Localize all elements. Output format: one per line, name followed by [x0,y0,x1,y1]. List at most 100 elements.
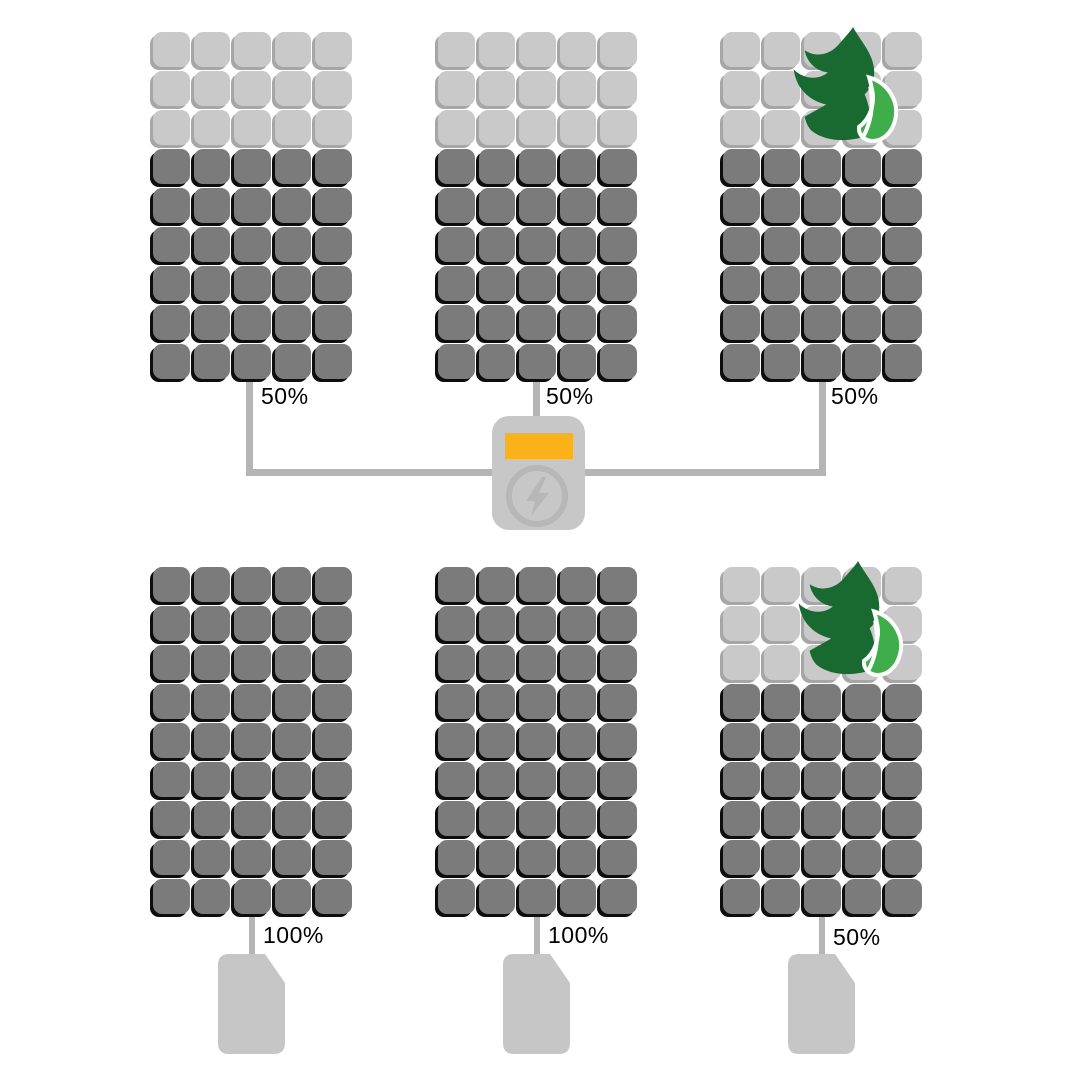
panel-cell [723,110,760,145]
panel-cell [234,305,271,340]
panel-cell [600,110,637,145]
panel-cell [193,567,231,602]
panel-cell [274,188,312,223]
panel-cell [763,266,801,301]
panel-cell [193,684,231,719]
panel-cell [600,684,637,719]
panel-cell [193,305,231,340]
panel-cell [804,684,841,719]
panel-cell [885,723,922,758]
panel-cell [153,879,190,914]
panel-cell [723,762,760,797]
panel-cell [844,344,882,379]
panel-cell [153,684,190,719]
panel-cell [763,840,801,875]
panel-cell [885,840,922,875]
panel-cell [723,645,760,680]
wire-storage2-vertical [534,912,540,956]
panel-cell [478,71,516,106]
panel-cell [559,32,597,67]
panel-cell [234,840,271,875]
panel-cell [763,149,801,184]
panel-cell [153,71,190,106]
panel-cell [723,227,760,262]
panel-cell [315,344,352,379]
panel-cell [885,149,922,184]
panel-cell [885,567,922,602]
panel-cell [153,645,190,680]
panel-cell [153,723,190,758]
panel-cell [844,149,882,184]
panel-cell [193,227,231,262]
panel-cell [438,879,475,914]
panel-cell [274,71,312,106]
wire-storage3-vertical [819,912,825,956]
panel-cell [234,879,271,914]
panel-cell [274,344,312,379]
wire-bus-right [580,469,826,476]
panel-cell [885,762,922,797]
panel-cell [274,762,312,797]
panel-cell [438,801,475,836]
solar-panel-top-left [153,32,352,379]
panel-cell [804,188,841,223]
panel-cell [274,801,312,836]
panel-cell [193,801,231,836]
panel-cell [723,32,760,67]
panel-cell [519,684,556,719]
panel-cell [519,840,556,875]
storage-unit-2 [503,954,570,1054]
panel-cell [315,567,352,602]
panel-cell [234,567,271,602]
panel-cell [763,606,801,641]
panel-cell [519,305,556,340]
panel-cell [153,762,190,797]
panel-cell [763,645,801,680]
panel-cell [315,723,352,758]
panel-cell [600,344,637,379]
panel-cell [478,762,516,797]
panel-cell [315,606,352,641]
storage-unit-1 [218,954,285,1054]
panel-cell [234,684,271,719]
panel-cell [844,227,882,262]
panel-cell [600,188,637,223]
panel-cell [478,32,516,67]
panel-cell [600,32,637,67]
panel-cell [519,606,556,641]
panel-cell [193,188,231,223]
panel-cell [600,606,637,641]
panel-cell [438,684,475,719]
panel-cell [844,762,882,797]
panel-cell [723,684,760,719]
panel-cell [804,149,841,184]
panel-cell [600,840,637,875]
panel-cell [478,266,516,301]
panel-cell [519,801,556,836]
panel-cell [478,149,516,184]
panel-cell [519,762,556,797]
panel-cell [885,266,922,301]
panel-cell [804,723,841,758]
panel-cell [559,188,597,223]
panel-cell [274,879,312,914]
wire-bus-left [246,469,498,476]
panel-cell [193,606,231,641]
panel-cell [763,188,801,223]
panel-cell [153,149,190,184]
panel-cell [153,266,190,301]
panel-cell [600,723,637,758]
panel-cell [600,567,637,602]
inverter-device [492,416,585,530]
leaf-icon [798,561,904,677]
panel-cell [274,645,312,680]
panel-cell [519,149,556,184]
panel-cell [478,188,516,223]
panel-cell [519,32,556,67]
panel-cell [438,110,475,145]
panel-cell [438,606,475,641]
panel-cell [478,684,516,719]
panel-cell [763,344,801,379]
panel-cell [153,606,190,641]
